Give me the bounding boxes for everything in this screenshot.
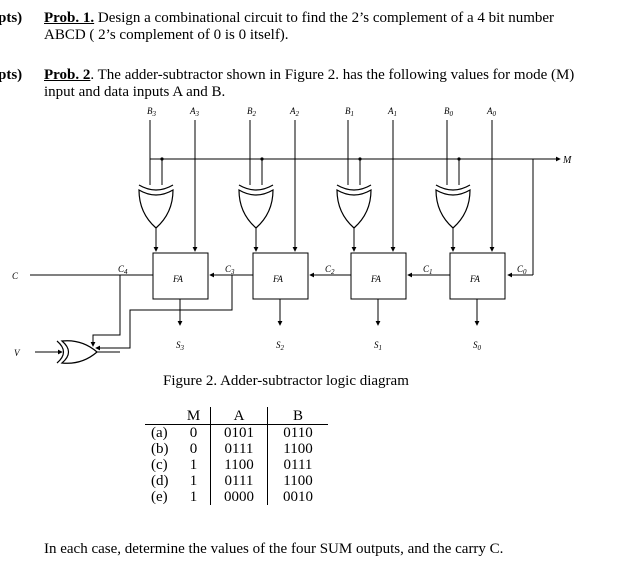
header-b: B <box>267 407 328 425</box>
full-adder-box <box>449 252 506 300</box>
problem1-points: pts) <box>0 10 23 26</box>
full-adder-box <box>350 252 407 300</box>
c4-to-xor <box>90 275 121 347</box>
carry-label: C <box>12 271 19 281</box>
xor-gate <box>435 188 471 229</box>
full-adder-box <box>152 252 209 300</box>
b-input-label: B2 <box>247 106 257 118</box>
b-input-label: B3 <box>147 106 157 118</box>
a-input-label: A3 <box>189 106 200 118</box>
xor-gate-back-arc <box>336 184 372 191</box>
mode-label: M <box>562 155 572 166</box>
carry-label: C4 <box>118 264 128 276</box>
xor-gate-back-arc <box>238 184 274 191</box>
problem2-points: pts) <box>0 67 23 83</box>
table-row: (a) 0 0101 0110 <box>151 424 313 441</box>
table-row: (b) 0 0111 1100 <box>151 441 313 457</box>
problem2-title: Prob. 2 <box>44 67 91 83</box>
values-table: M A B (a) 0 0101 0110 (b) 0 0111 1100 (c… <box>145 407 328 505</box>
full-adder-label: FA <box>172 274 183 284</box>
full-adder-label: FA <box>469 274 480 284</box>
xor-gate-back-arc <box>138 184 174 191</box>
b-input-label: B1 <box>345 106 354 118</box>
table-header-row: M A B <box>145 407 328 425</box>
problem1-line2: ABCD ( 2’s complement of 0 is 0 itself). <box>44 27 289 43</box>
header-m: M <box>177 407 211 425</box>
sum-output-label: S0 <box>473 340 482 352</box>
table-row: (c) 1 1100 0111 <box>151 457 313 473</box>
xor-gate <box>238 188 274 229</box>
table-row: (e) 1 0000 0010 <box>151 489 313 505</box>
a-input-label: A1 <box>387 106 397 118</box>
b-input-label: B0 <box>444 106 454 118</box>
xor-gate <box>336 188 372 229</box>
header-a: A <box>210 407 268 425</box>
carry-label: C1 <box>423 264 433 276</box>
sum-output-label: S2 <box>276 340 285 352</box>
a-input-label: A2 <box>289 106 300 118</box>
full-adder-box <box>252 252 309 300</box>
figure-caption: Figure 2. Adder-subtractor logic diagram <box>163 373 409 389</box>
question-text: In each case, determine the values of th… <box>44 541 504 557</box>
sum-output-label: S3 <box>176 340 185 352</box>
full-adder-label: FA <box>370 274 381 284</box>
c3-to-xor <box>95 275 233 351</box>
problem1-text: Design a combinational circuit to find t… <box>94 10 555 26</box>
overflow-label: V <box>14 348 21 358</box>
problem2-line1: Prob. 2. The adder-subtractor shown in F… <box>44 67 574 84</box>
problem1-line1: Prob. 1. Design a combinational circuit … <box>44 10 554 27</box>
problem2-line2: input and data inputs A and B. <box>44 84 226 100</box>
sum-output-label: S1 <box>374 340 382 352</box>
xor-gate-back-arc <box>435 184 471 191</box>
overflow-xor-gate <box>60 340 98 364</box>
carry-label: C3 <box>225 264 235 276</box>
a-input-label: A0 <box>486 106 497 118</box>
problem1-title: Prob. 1. <box>44 10 95 26</box>
xor-gate <box>138 188 174 229</box>
problem2-text: . The adder-subtractor shown in Figure 2… <box>90 67 575 83</box>
c0-label: C0 <box>517 264 527 276</box>
carry-label: C2 <box>325 264 335 276</box>
full-adder-label: FA <box>272 274 283 284</box>
table-row: (d) 1 0111 1100 <box>151 473 313 489</box>
